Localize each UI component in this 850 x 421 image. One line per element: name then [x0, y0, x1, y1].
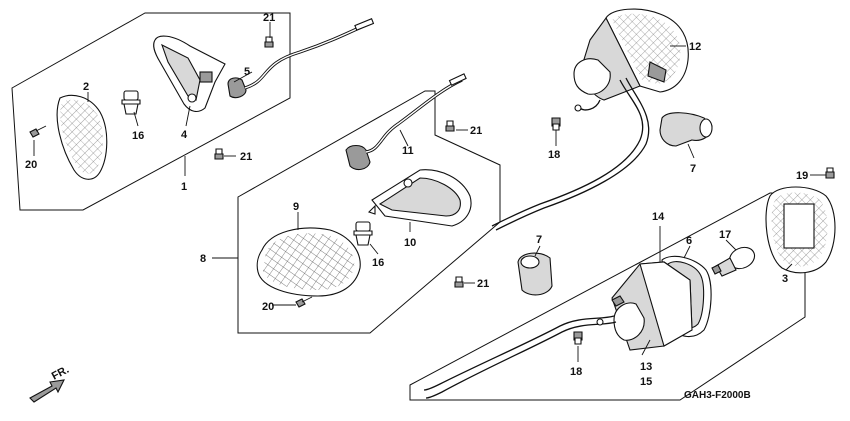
- callout-10: 10: [404, 237, 416, 249]
- direction-label: FR.: [50, 364, 71, 383]
- callout-17: 17: [719, 229, 731, 241]
- diagram-code: GAH3-F2000B: [684, 390, 751, 401]
- frame-assembly-1: [11, 12, 291, 211]
- grommet-7-lower: [517, 252, 553, 296]
- callout-11: 11: [402, 145, 414, 157]
- lens-3: [765, 186, 836, 274]
- screw-19: [825, 167, 835, 179]
- leader-lines: [33, 22, 826, 362]
- socket-harness-5: [227, 18, 375, 99]
- callout-19: 19: [796, 170, 808, 182]
- frame-assembly-14: [409, 192, 806, 401]
- screw-18-upper: [551, 117, 561, 131]
- callout-8: 8: [200, 253, 206, 265]
- frame-assembly-8: [237, 90, 501, 334]
- screw-20-upper: [29, 125, 47, 138]
- screw-21-lower: [454, 276, 464, 288]
- callout-5: 5: [244, 66, 250, 78]
- grommet-7-upper: [659, 112, 713, 147]
- direction-arrow: [29, 379, 65, 403]
- callout-14: 14: [652, 211, 665, 223]
- callout-1: 1: [181, 181, 187, 193]
- callout-21-c: 21: [470, 125, 482, 137]
- callout-21-b: 21: [240, 151, 252, 163]
- lens-9: [256, 227, 361, 297]
- socket-harness-11: [345, 73, 467, 171]
- wire-harness-14: [423, 315, 617, 399]
- screw-21-mid: [214, 148, 224, 160]
- callout-16-upper: 16: [132, 130, 144, 142]
- lens-2: [56, 94, 108, 180]
- screw-21-upper: [264, 36, 274, 48]
- callout-9: 9: [293, 201, 299, 213]
- housing-10: [367, 169, 472, 227]
- callout-7-lower: 7: [536, 234, 542, 246]
- callout-18-lower: 18: [570, 366, 582, 378]
- screw-21-right: [445, 120, 455, 132]
- bulb-17: [711, 246, 756, 277]
- callout-2: 2: [83, 81, 89, 93]
- bulb-16-upper: [121, 90, 141, 115]
- callout-20-lower: 20: [262, 301, 274, 313]
- callout-13: 13: [640, 361, 652, 373]
- housing-13: [611, 261, 693, 351]
- callout-15: 15: [640, 376, 652, 388]
- callout-12: 12: [689, 41, 701, 53]
- callout-3: 3: [782, 273, 788, 285]
- callout-6: 6: [686, 235, 692, 247]
- housing-4: [153, 35, 226, 113]
- callout-7-upper: 7: [690, 163, 696, 175]
- callout-18-upper: 18: [548, 149, 560, 161]
- callout-20-upper: 20: [25, 159, 37, 171]
- callout-21-a: 21: [263, 12, 275, 24]
- callout-4: 4: [181, 129, 188, 141]
- screw-20-lower: [295, 296, 313, 308]
- rear-signal-12: [491, 8, 689, 231]
- bulb-16-lower: [353, 221, 373, 246]
- screw-18-lower: [573, 331, 583, 345]
- callout-16-lower: 16: [372, 257, 384, 269]
- callout-21-d: 21: [477, 278, 489, 290]
